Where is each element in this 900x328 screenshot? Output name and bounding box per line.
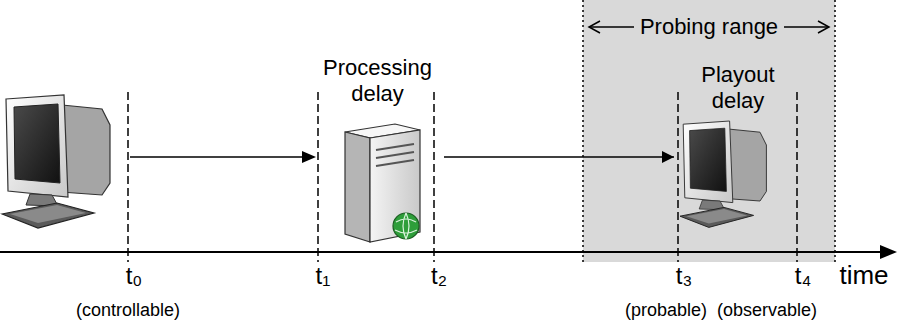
- request-arrow: [130, 156, 304, 158]
- node-title: Processing delay: [317, 55, 438, 108]
- server-node: Processing delay: [313, 55, 442, 245]
- time-note: (probable): [625, 300, 707, 322]
- time-axis-head: [880, 245, 897, 259]
- client-node: Playout delay: [676, 62, 800, 232]
- delivery-arrow: [444, 156, 674, 158]
- range-arrow-head: [818, 21, 829, 33]
- time-point: t₄: [795, 262, 811, 291]
- band-border: [834, 0, 836, 262]
- request-arrow-head: [302, 151, 316, 163]
- node-title: Playout delay: [680, 62, 796, 115]
- probing-band-fill: [583, 0, 835, 262]
- time-point: t₁: [316, 262, 331, 291]
- time-point: t₂: [431, 262, 447, 291]
- band-border: [582, 0, 584, 262]
- client-computer: [2, 95, 110, 228]
- time-axis: [0, 251, 884, 253]
- node-title: Probing range: [634, 14, 784, 40]
- axis-label: time: [839, 260, 888, 291]
- client-computer: [680, 121, 766, 227]
- range-arrow-head: [589, 21, 600, 33]
- time-point: t₀: [126, 262, 143, 291]
- time-note: (controllable): [76, 300, 180, 322]
- time-point: t₃: [676, 262, 692, 291]
- time-markers: [128, 92, 797, 262]
- time-note: (observable): [717, 300, 817, 322]
- probing-range-band: Probing rangePlayout delay: [583, 0, 835, 262]
- server-icon: [345, 124, 420, 242]
